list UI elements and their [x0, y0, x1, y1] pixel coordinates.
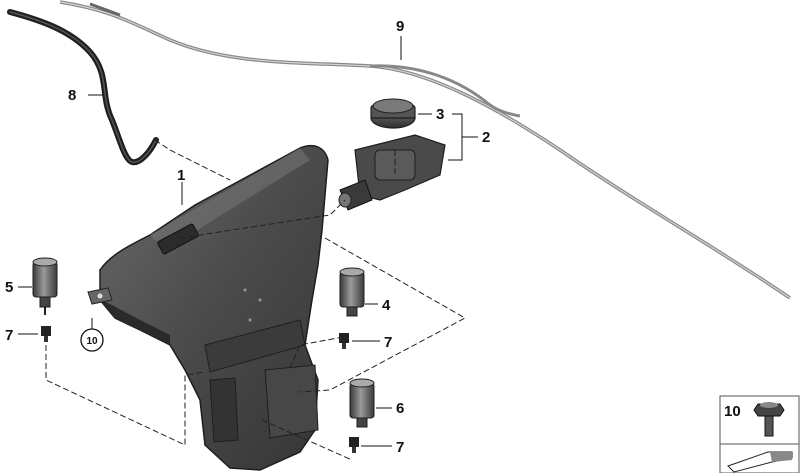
grommet-7c [349, 437, 359, 453]
callout-8: 8 [68, 87, 76, 104]
assembly-lines [45, 139, 467, 461]
washer-pump-4 [339, 267, 365, 317]
callout-9: 9 [396, 18, 404, 35]
leader-lines [18, 36, 478, 447]
washer-fluid-tank [87, 144, 329, 471]
washer-hose [7, 9, 159, 166]
arrow-icon [727, 451, 793, 473]
grommet-7b [339, 333, 349, 349]
callout-7a: 7 [5, 327, 13, 344]
washer-cable [59, 0, 791, 300]
callout-1: 1 [177, 167, 185, 184]
legend-box-number: 10 [724, 403, 741, 420]
expanding-nut-icon [753, 402, 785, 437]
callout-2: 2 [482, 129, 490, 146]
filler-neck [338, 134, 446, 211]
callout-4: 4 [382, 297, 391, 314]
callout-6: 6 [396, 400, 404, 417]
washer-pump-5 [32, 257, 58, 315]
callout-7b: 7 [384, 334, 392, 351]
legend-box-10: 10 [719, 395, 800, 473]
callout-10-circle: 10 [80, 328, 104, 352]
callout-7c: 7 [396, 439, 404, 456]
callout-5: 5 [5, 279, 13, 296]
filler-cap [370, 98, 416, 129]
callout-10: 10 [86, 336, 98, 347]
grommet-7a [41, 326, 51, 342]
callout-3: 3 [436, 106, 444, 123]
washer-pump-6 [349, 378, 375, 428]
